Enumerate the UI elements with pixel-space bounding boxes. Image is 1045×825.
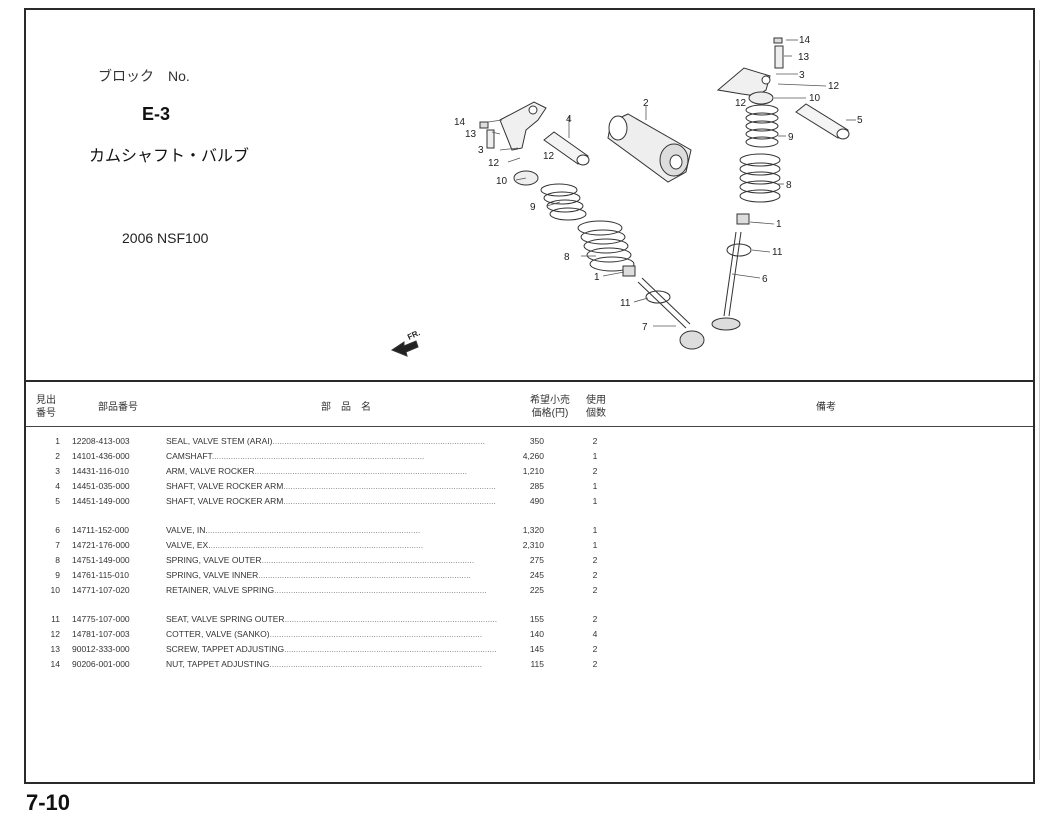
section-divider: [26, 380, 1033, 382]
block-name: カムシャフト・バルブ: [89, 148, 250, 165]
spring-seat-drawing: [645, 290, 671, 304]
callout-12-left-a: 12: [543, 151, 555, 162]
callout-13-right: 13: [798, 52, 810, 63]
parts-page-frame: ブロック No. E-3 カムシャフト・バルブ 2006 NSF100: [24, 8, 1035, 784]
callout-2: 2: [643, 98, 649, 109]
callout-1-left: 1: [594, 272, 600, 283]
block-code: E-3: [142, 104, 171, 124]
front-label: FR.: [406, 328, 421, 342]
callout-6: 6: [762, 274, 768, 285]
inner-spring-drawing: [540, 104, 779, 221]
stem-seal-drawing-right: [736, 213, 750, 225]
col-header-part-number: 部品番号: [98, 402, 138, 413]
outer-spring-drawing: [577, 153, 781, 272]
model-name: 2006 NSF100: [122, 230, 209, 246]
front-arrow-icon: [390, 340, 419, 357]
callout-8-right: 8: [786, 180, 792, 191]
callout-14-left: 14: [454, 117, 466, 128]
callout-9-right: 9: [788, 132, 794, 143]
callout-13-left: 13: [465, 129, 477, 140]
rocker-shaft-drawing: [543, 131, 590, 166]
scan-edge: [1039, 60, 1040, 760]
callout-12-right-b: 12: [735, 98, 747, 109]
exploded-parts-diagram: 14 13 3 12 12 10 5 9 8 1 11 6 2 4 14 13 …: [390, 35, 863, 357]
block-number-label: ブロック No.: [98, 68, 190, 84]
retainer-drawing-right: [748, 91, 774, 105]
rocker-shaft-drawing-right: [795, 103, 850, 140]
col-header-qty: 使用 個数: [586, 395, 606, 419]
callout-3-right: 3: [799, 70, 805, 81]
rocker-arm-drawing: [499, 101, 547, 151]
callout-11-left: 11: [620, 298, 631, 309]
callout-9-left: 9: [530, 202, 536, 213]
col-header-remarks: 備考: [816, 402, 836, 413]
callout-3-left: 3: [478, 145, 484, 156]
callout-12-right-a: 12: [828, 81, 840, 92]
callout-1-right: 1: [776, 219, 782, 230]
intake-valve-drawing: [711, 231, 742, 331]
callout-5: 5: [857, 115, 863, 126]
page-number: 7-10: [26, 790, 71, 815]
callout-14-right: 14: [799, 35, 811, 46]
stem-seal-drawing: [622, 265, 636, 277]
callout-11-right: 11: [772, 247, 783, 258]
col-header-ref: 見出 番号: [36, 395, 56, 419]
callout-10-right: 10: [809, 93, 821, 104]
callout-7: 7: [642, 322, 648, 333]
tappet-screw-drawing: [479, 37, 784, 149]
rocker-arm-drawing-right: [716, 67, 771, 97]
camshaft-drawing: [607, 113, 692, 183]
callout-4: 4: [566, 114, 572, 125]
callout-10-left: 10: [496, 176, 508, 187]
col-header-price: 希望小売 価格(円): [530, 395, 570, 419]
callout-12-left-b: 12: [488, 158, 500, 169]
col-header-part-name: 部 品 名: [321, 402, 371, 413]
callout-8-left: 8: [564, 252, 570, 263]
exhaust-valve-drawing: [637, 277, 705, 350]
header-rule: [26, 426, 1033, 427]
